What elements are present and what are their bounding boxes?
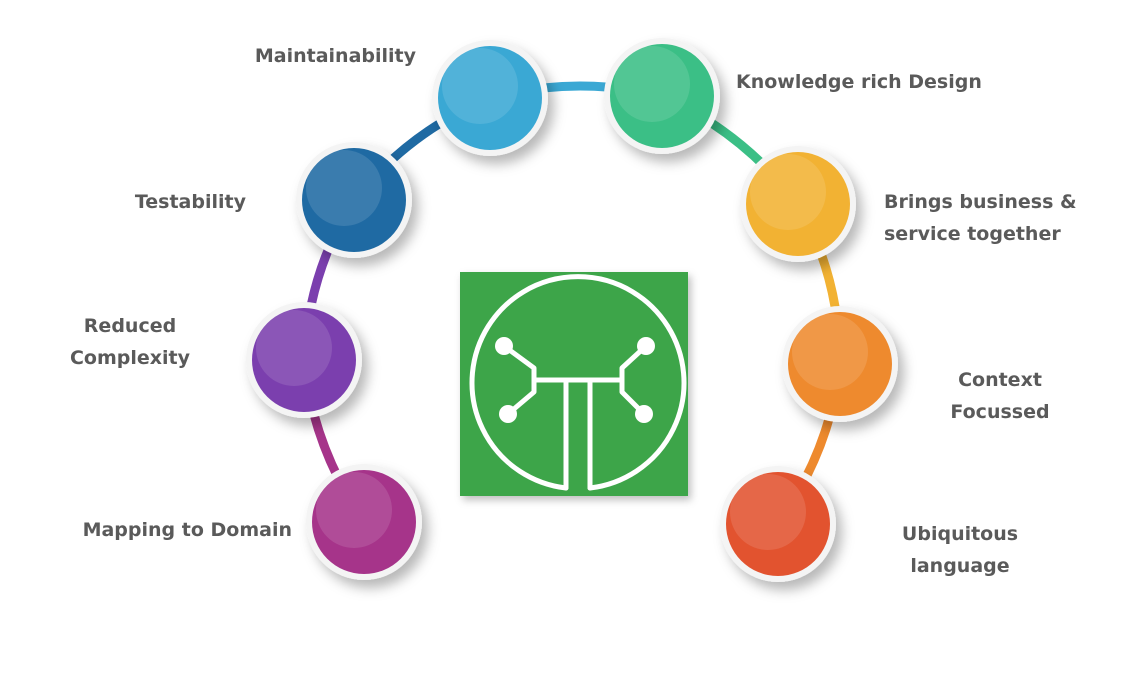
node-mapping-to-domain: [306, 464, 422, 580]
node-context-focussed: [782, 306, 898, 422]
label-maintainability: Maintainability: [254, 45, 416, 67]
node-highlight: [442, 48, 518, 124]
node-highlight: [750, 154, 826, 230]
node-highlight: [614, 46, 690, 122]
node-disc: [610, 44, 714, 148]
label-knowledge-rich-design: Knowledge rich Design: [736, 71, 982, 93]
node-disc: [312, 470, 416, 574]
label-reduced-complexity: Reduced Complexity: [69, 315, 191, 369]
label-context-focussed: Context Focussed: [950, 369, 1050, 423]
node-reduced-complexity: [246, 302, 362, 418]
label-brings-business: Brings business & service together: [884, 191, 1077, 245]
node-highlight: [316, 472, 392, 548]
node-group: [246, 38, 898, 582]
node-disc: [788, 312, 892, 416]
node-highlight: [256, 310, 332, 386]
domain-tree-icon: [460, 272, 688, 496]
label-ubiquitous-language: Ubiquitous language: [901, 523, 1019, 577]
node-disc: [302, 148, 406, 252]
node-highlight: [730, 474, 806, 550]
node-knowledge-rich-design: [604, 38, 720, 154]
node-disc: [746, 152, 850, 256]
node-disc: [438, 46, 542, 150]
node-highlight: [306, 150, 382, 226]
node-disc: [252, 308, 356, 412]
node-brings-business: [740, 146, 856, 262]
label-mapping-to-domain: Mapping to Domain: [82, 519, 292, 541]
node-highlight: [792, 314, 868, 390]
node-ubiquitous-language: [720, 466, 836, 582]
label-testability: Testability: [134, 191, 246, 213]
node-maintainability: [432, 40, 548, 156]
node-testability: [296, 142, 412, 258]
node-disc: [726, 472, 830, 576]
